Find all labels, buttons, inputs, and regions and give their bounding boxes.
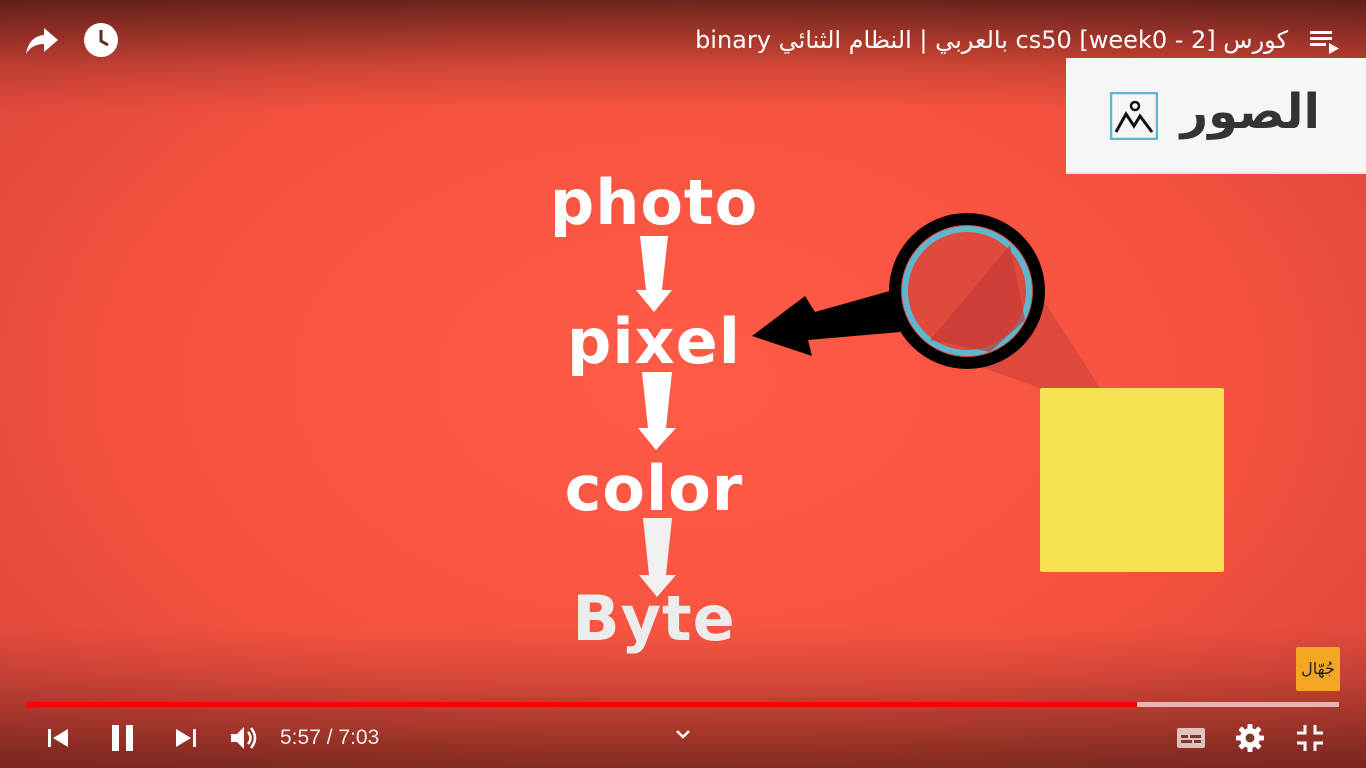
pause-button[interactable]	[105, 720, 141, 756]
duration: 7:03	[338, 726, 380, 749]
exit-fullscreen-icon	[1297, 725, 1323, 751]
flow-word-color: color	[564, 452, 744, 525]
subtitles-icon	[1177, 728, 1205, 748]
pixel-square	[1040, 388, 1224, 572]
bottom-gradient	[0, 628, 1366, 768]
flow-word-byte: Byte	[572, 582, 736, 655]
settings-button[interactable]	[1232, 720, 1268, 756]
magnifier-ring	[902, 226, 1032, 356]
next-button[interactable]	[168, 720, 204, 756]
flow-arrow-3	[639, 518, 676, 597]
clock-icon	[84, 23, 118, 57]
pause-icon	[112, 725, 133, 751]
share-button[interactable]	[24, 22, 60, 58]
flow-word-pixel: pixel	[567, 305, 741, 378]
previous-button[interactable]	[40, 720, 76, 756]
time-display: 5:57 / 7:03	[280, 724, 379, 752]
current-time: 5:57	[280, 726, 321, 749]
flow-word-photo: photo	[549, 166, 759, 239]
volume-button[interactable]	[226, 720, 262, 756]
channel-watermark[interactable]: جُهّال	[1296, 647, 1340, 691]
progress-bar[interactable]	[26, 702, 1339, 707]
progress-played	[26, 702, 1138, 707]
video-title[interactable]: كورس cs50 [week0 - 2] بالعربي | النظام ا…	[695, 26, 1288, 54]
volume-icon	[231, 727, 257, 749]
flow-arrow-1	[636, 236, 672, 312]
exit-fullscreen-button[interactable]	[1292, 720, 1328, 756]
playlist-button[interactable]	[1306, 22, 1342, 58]
flow-arrow-2	[638, 372, 676, 450]
banner-label: الصور	[1180, 84, 1321, 140]
subtitles-button[interactable]	[1173, 720, 1209, 756]
time-separator: /	[326, 726, 333, 749]
chevron-down-icon	[676, 730, 690, 739]
share-icon	[26, 28, 58, 54]
skip-previous-icon	[48, 729, 68, 747]
pointer-arrow	[752, 288, 900, 356]
watch-later-button[interactable]	[83, 22, 119, 58]
playlist-icon	[1310, 31, 1339, 54]
gear-icon	[1236, 724, 1264, 752]
topic-banner: الصور	[1066, 58, 1366, 174]
skip-next-icon	[176, 729, 196, 747]
image-icon	[1110, 92, 1158, 140]
expand-chevron-button[interactable]	[665, 716, 701, 752]
lens-shade	[930, 245, 1025, 352]
